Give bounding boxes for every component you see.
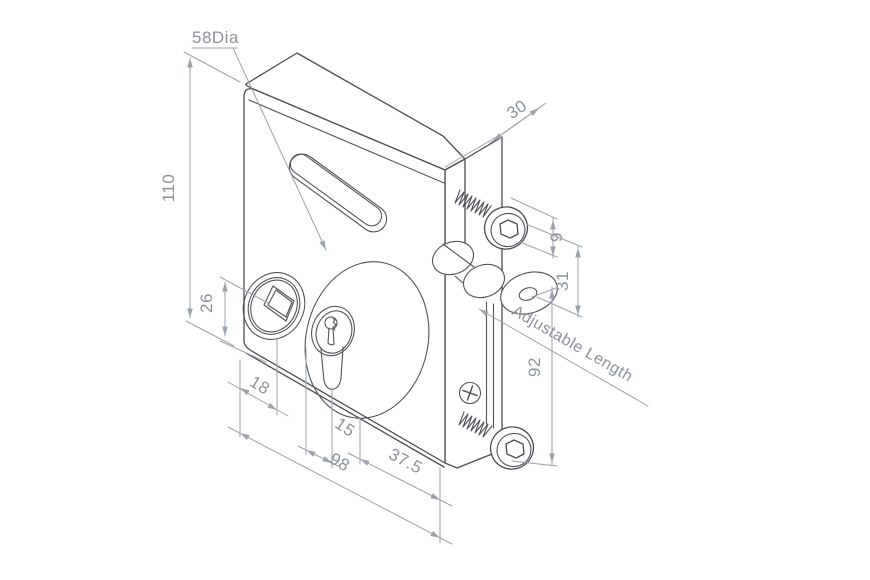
cylinder-tail bbox=[320, 346, 344, 390]
bottom-screw-hex-socket bbox=[505, 439, 525, 459]
dim-body-width-label: 98 bbox=[326, 449, 353, 475]
dim-face-circle: 58Dia bbox=[191, 28, 329, 252]
adjustable-length-note: Adjustable Length bbox=[477, 303, 649, 407]
dim-follower-offset: 26 bbox=[197, 276, 269, 363]
dim-body-height-label: 110 bbox=[159, 174, 178, 203]
top-screw-hex-socket bbox=[499, 219, 519, 239]
dim-face-circle-label: 58Dia bbox=[192, 28, 239, 47]
phillips-screw bbox=[458, 381, 482, 405]
lock-body bbox=[243, 52, 503, 469]
dim-follower-offset-label: 26 bbox=[197, 293, 216, 313]
top-screw-thread bbox=[454, 189, 492, 218]
dim-spacer-length: 31 bbox=[525, 223, 583, 318]
euro-cylinder bbox=[311, 305, 355, 390]
washer-hole bbox=[518, 287, 538, 301]
bottom-screw-thread bbox=[458, 411, 493, 438]
follower-square-hole bbox=[263, 285, 295, 322]
lid-inner-edge bbox=[248, 99, 445, 184]
spindle-follower bbox=[242, 272, 306, 340]
handle-slot bbox=[288, 153, 388, 233]
dim-bolt-centres-label: 92 bbox=[525, 357, 544, 377]
dim-spacer-length-label: 31 bbox=[553, 271, 572, 291]
bottom-screw-head bbox=[489, 426, 535, 470]
bottom-fixing-screw bbox=[458, 411, 535, 470]
keyhole bbox=[324, 316, 338, 346]
spacer-bush bbox=[431, 240, 506, 299]
top-screw-head bbox=[483, 206, 529, 250]
adjuster-rod bbox=[485, 301, 495, 429]
dim-cylinder-to-edge-label: 37.5 bbox=[386, 445, 426, 478]
bottom-edge-double bbox=[245, 352, 445, 468]
dim-bolt-centres: 92 bbox=[511, 286, 558, 467]
top-fixing-screw bbox=[454, 189, 529, 250]
dim-body-height: 110 bbox=[159, 51, 241, 347]
dim-body-depth-label: 30 bbox=[503, 96, 530, 123]
adjuster-washer bbox=[500, 271, 558, 315]
lock-face-circle bbox=[304, 261, 430, 419]
